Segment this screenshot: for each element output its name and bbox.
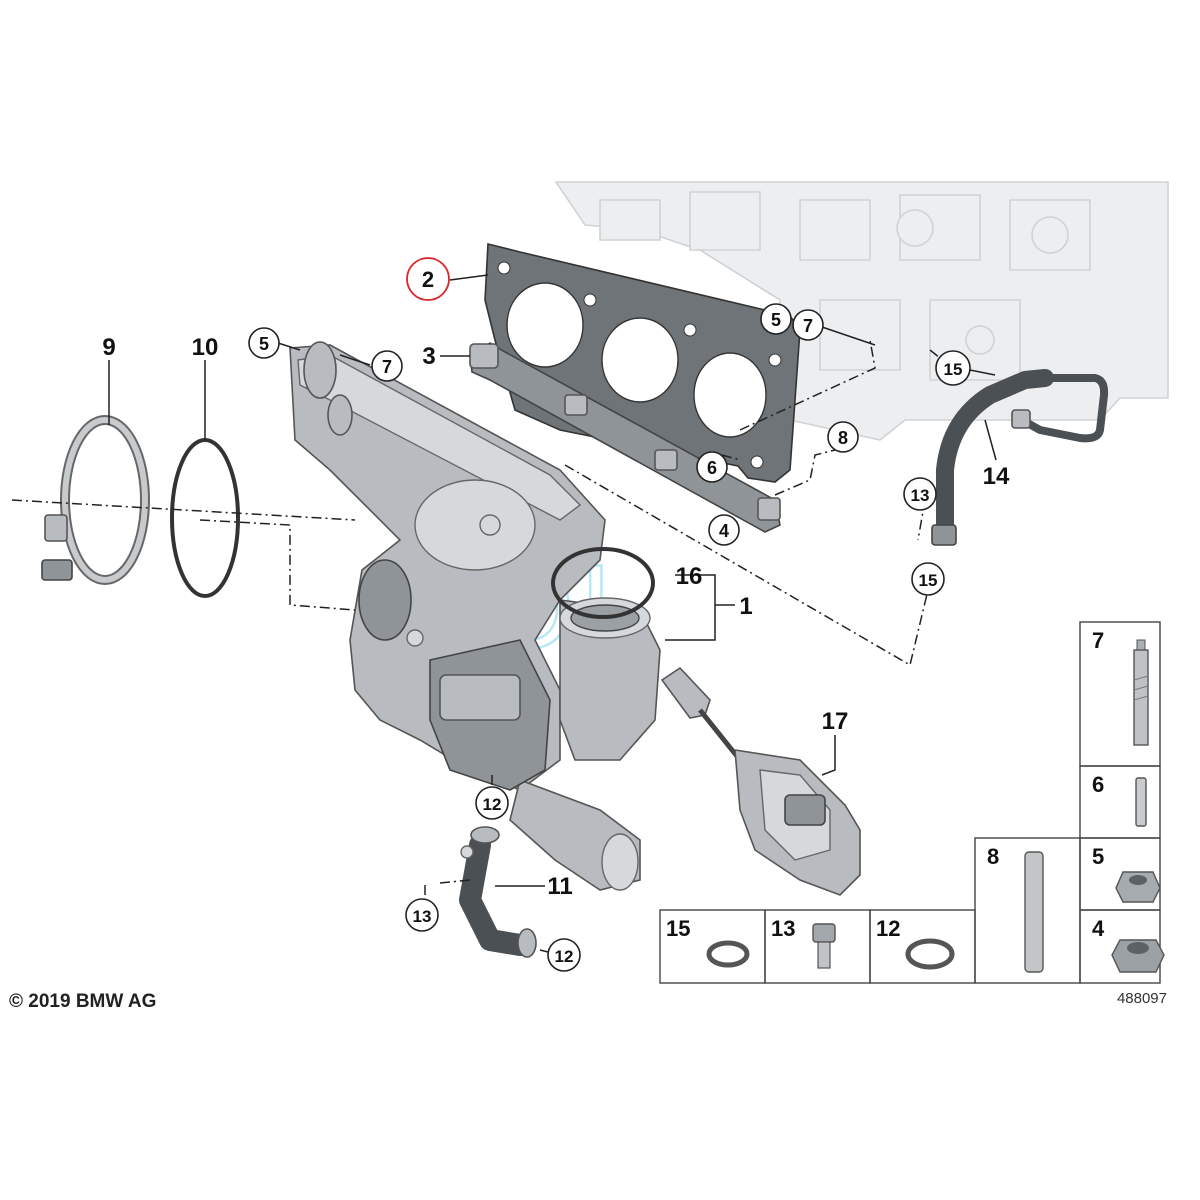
callout-4[interactable]: 4 bbox=[708, 514, 740, 546]
table-cell-12: 12 bbox=[876, 916, 955, 970]
svg-text:7: 7 bbox=[1092, 628, 1104, 653]
svg-text:15: 15 bbox=[919, 571, 938, 590]
svg-text:12: 12 bbox=[483, 795, 502, 814]
callout-12-top[interactable]: 12 bbox=[475, 786, 509, 820]
callout-13-bottom[interactable]: 13 bbox=[405, 898, 439, 932]
copyright-text: © 2019 BMW AG bbox=[9, 991, 156, 1012]
svg-text:8: 8 bbox=[987, 844, 999, 869]
svg-text:13: 13 bbox=[413, 907, 432, 926]
callout-2[interactable]: 2 bbox=[406, 257, 450, 301]
svg-text:12: 12 bbox=[555, 947, 574, 966]
svg-text:12: 12 bbox=[876, 916, 900, 941]
svg-text:5: 5 bbox=[771, 310, 781, 330]
wastegate-actuator bbox=[660, 666, 861, 896]
table-cell-4: 4 bbox=[1092, 916, 1165, 973]
gasket-ring-16 bbox=[551, 547, 655, 619]
svg-text:13: 13 bbox=[911, 486, 930, 505]
callout-9[interactable]: 9 bbox=[102, 334, 115, 361]
callout-1[interactable]: 1 bbox=[739, 593, 752, 620]
table-cell-8: 8 bbox=[987, 844, 1044, 973]
svg-text:8: 8 bbox=[838, 428, 848, 448]
diagram-number: 488097 bbox=[1117, 990, 1167, 1007]
callout-8[interactable]: 8 bbox=[827, 421, 859, 453]
callout-11[interactable]: 11 bbox=[547, 873, 572, 900]
svg-text:6: 6 bbox=[1092, 772, 1104, 797]
leader-lines bbox=[108, 274, 997, 953]
callout-15-mid[interactable]: 15 bbox=[911, 562, 945, 596]
svg-text:13: 13 bbox=[771, 916, 795, 941]
callout-10[interactable]: 10 bbox=[192, 334, 219, 361]
svg-text:5: 5 bbox=[1092, 844, 1104, 869]
callout-7-right[interactable]: 7 bbox=[792, 309, 824, 341]
water-return-hose bbox=[459, 826, 537, 958]
callout-12-bottom[interactable]: 12 bbox=[547, 938, 581, 972]
svg-text:15: 15 bbox=[944, 360, 963, 379]
callout-16[interactable]: 16 bbox=[676, 563, 703, 590]
svg-text:6: 6 bbox=[707, 458, 717, 478]
svg-text:4: 4 bbox=[719, 521, 729, 541]
callout-3[interactable]: 3 bbox=[422, 343, 435, 370]
svg-text:15: 15 bbox=[666, 916, 690, 941]
table-cell-5: 5 bbox=[1092, 844, 1161, 903]
callout-6[interactable]: 6 bbox=[696, 451, 728, 483]
callout-17[interactable]: 17 bbox=[822, 708, 849, 735]
turbocharger-assembly bbox=[289, 341, 661, 891]
callout-7-left[interactable]: 7 bbox=[371, 350, 403, 382]
svg-text:7: 7 bbox=[803, 316, 813, 336]
assembly-lines bbox=[11, 339, 956, 900]
callout-13-top[interactable]: 13 bbox=[903, 477, 937, 511]
callout-5-left[interactable]: 5 bbox=[248, 327, 280, 359]
v-band-clamp bbox=[41, 415, 150, 585]
heat-shield-bracket bbox=[469, 342, 781, 533]
svg-text:5: 5 bbox=[259, 334, 269, 354]
table-cell-6: 6 bbox=[1092, 772, 1147, 827]
svg-text:7: 7 bbox=[382, 357, 392, 377]
svg-text:4: 4 bbox=[1092, 916, 1105, 941]
table-cell-7: 7 bbox=[1092, 628, 1149, 746]
callout-14[interactable]: 14 bbox=[983, 463, 1010, 490]
small-parts-table bbox=[659, 621, 1161, 984]
table-cell-13: 13 bbox=[771, 916, 836, 969]
callout-5-right[interactable]: 5 bbox=[760, 303, 792, 335]
sealing-ring bbox=[170, 438, 240, 598]
table-cell-15: 15 bbox=[666, 916, 750, 968]
svg-text:2: 2 bbox=[422, 267, 434, 292]
callout-15-top[interactable]: 15 bbox=[935, 350, 971, 386]
exhaust-manifold-gasket bbox=[484, 242, 801, 483]
oil-feed-line bbox=[931, 369, 1109, 546]
